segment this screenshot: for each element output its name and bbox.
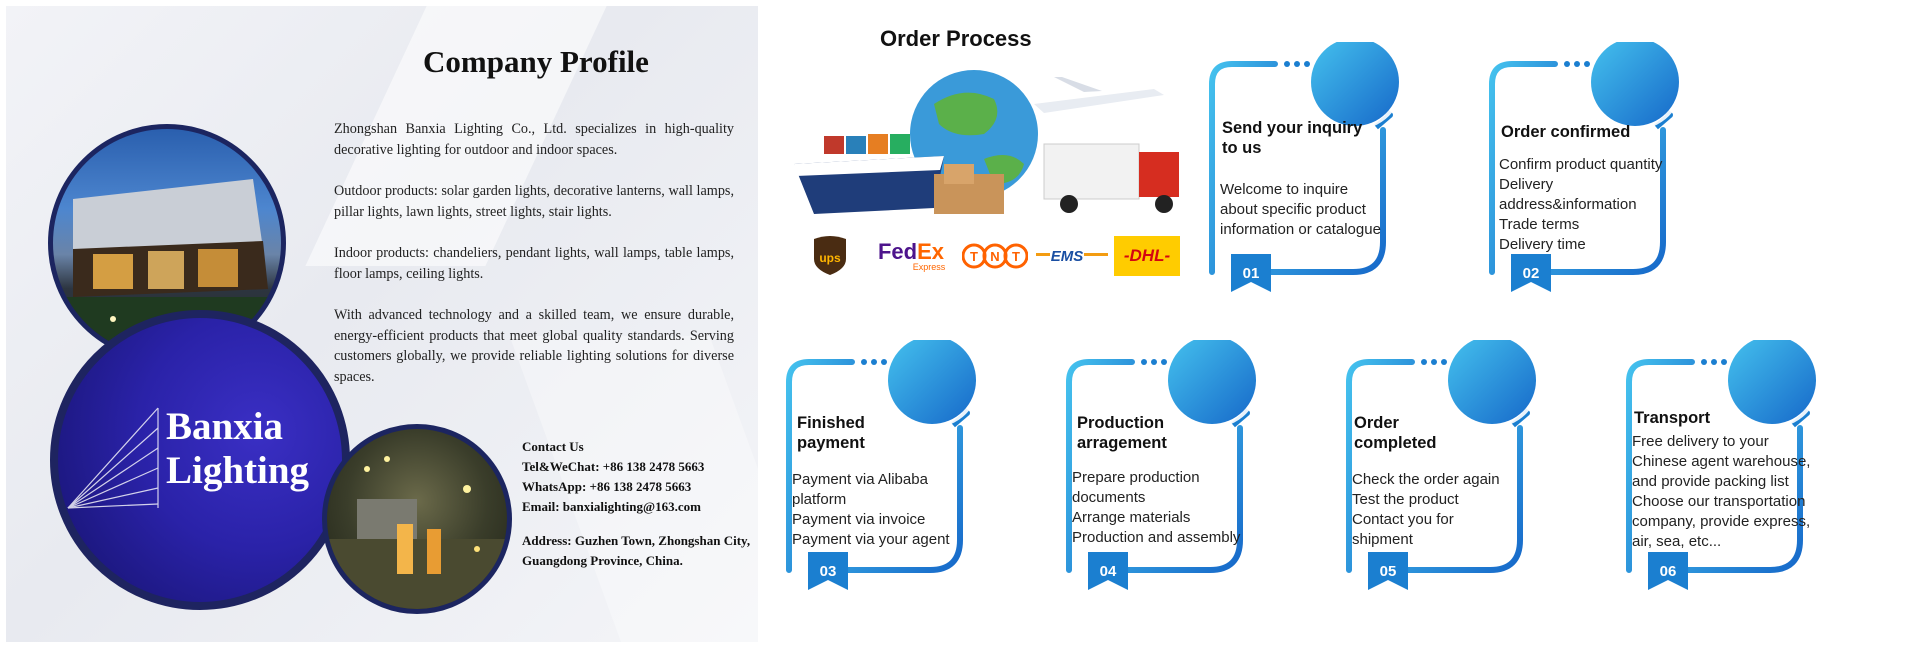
step-line: Check the order again — [1352, 471, 1500, 488]
step-line: information or catalogue — [1220, 221, 1381, 238]
step-title-line: completed — [1354, 434, 1437, 452]
order-step-05: 05 Order completed Check the order again… — [1342, 340, 1592, 600]
company-profile-panel: Company Profile Zhongshan Banxia Lightin… — [6, 6, 758, 642]
step-line: Contact you for — [1352, 511, 1454, 528]
step-line: Confirm product quantity — [1499, 156, 1663, 173]
brand-logo-circle — [50, 310, 350, 610]
step-line: Payment via invoice — [792, 511, 926, 528]
order-process-title: Order Process — [880, 26, 1032, 51]
step-title-line: Finished — [797, 414, 865, 432]
step-description: Free delivery to your Chinese agent ware… — [1632, 432, 1852, 552]
step-line: Delivery — [1499, 176, 1554, 193]
step-line: Payment via Alibaba — [792, 471, 928, 488]
step-title-line: arragement — [1077, 434, 1167, 452]
step-title: Production arragement — [1077, 413, 1277, 453]
step-line: shipment — [1352, 531, 1413, 548]
step-line: address&information — [1499, 196, 1637, 213]
logo-rays-graphic — [67, 407, 159, 509]
profile-title: Company Profile — [423, 44, 649, 79]
step-description: Prepare production documents Arrange mat… — [1072, 468, 1292, 548]
svg-text:T: T — [1012, 249, 1020, 264]
fedex-logo: FedEx Express — [877, 238, 946, 272]
step-title-line: Send your inquiry — [1222, 119, 1363, 137]
step-title-line: Transport — [1634, 409, 1711, 427]
step-number: 03 — [820, 563, 837, 580]
step-line: documents — [1072, 489, 1146, 506]
step-line: company, provide express, — [1632, 513, 1811, 530]
step-line: Production and assembly — [1072, 529, 1241, 546]
ems-logo: EMS — [1036, 236, 1108, 276]
shipping-illustration — [784, 64, 1194, 224]
step-line: Chinese agent warehouse, — [1632, 453, 1811, 470]
svg-text:EMS: EMS — [1051, 248, 1084, 265]
step-description: Check the order again Test the product C… — [1352, 470, 1572, 550]
profile-paragraph: Zhongshan Banxia Lighting Co., Ltd. spec… — [334, 121, 734, 158]
step-number: 06 — [1660, 563, 1677, 580]
contact-address: Address: Guzhen Town, Zhongshan City, Gu… — [522, 533, 751, 568]
step-line: air, sea, etc... — [1632, 533, 1722, 550]
step-line: and provide packing list — [1632, 473, 1789, 490]
step-line: Choose our transportation — [1632, 493, 1806, 510]
step-line: Delivery time — [1499, 236, 1586, 253]
step-frame: 04 — [1066, 340, 1260, 590]
svg-text:T: T — [970, 249, 978, 264]
step-frame: 05 — [1346, 340, 1540, 590]
step-line: Prepare production — [1072, 469, 1200, 486]
step-title: Send your inquiry to us — [1222, 118, 1422, 158]
step-frame: 02 — [1489, 42, 1683, 292]
profile-paragraph: Indoor products: chandeliers, pendant li… — [334, 245, 734, 282]
step-line: Payment via your agent — [792, 531, 950, 548]
order-step-01: 01 Send your inquiry to us Welcome to in… — [1205, 42, 1455, 302]
svg-text:ups: ups — [819, 251, 841, 265]
step-description: Welcome to inquire about specific produc… — [1220, 180, 1440, 240]
step-number: 02 — [1523, 265, 1540, 282]
step-line: Trade terms — [1499, 216, 1580, 233]
step-number: 04 — [1100, 563, 1117, 580]
profile-paragraph: With advanced technology and a skilled t… — [334, 307, 734, 385]
svg-text:N: N — [990, 249, 999, 264]
contact-tel: Tel&WeChat: +86 138 2478 5663 — [522, 459, 705, 474]
order-step-02: 02 Order confirmed Confirm product quant… — [1485, 42, 1735, 302]
step-title: Finished payment — [797, 413, 997, 453]
contact-email: Email: banxialighting@163.com — [522, 499, 701, 514]
profile-description: Zhongshan Banxia Lighting Co., Ltd. spec… — [334, 119, 734, 408]
step-number: 05 — [1380, 563, 1397, 580]
step-title-line: payment — [797, 434, 865, 452]
step-title: Order confirmed — [1501, 122, 1701, 142]
brand-name-line1: Banxia — [166, 405, 284, 448]
order-step-04: 04 Production arragement Prepare product… — [1062, 340, 1312, 600]
garden-lights-photo — [322, 424, 512, 614]
contact-info: Contact Us Tel&WeChat: +86 138 2478 5663… — [522, 437, 758, 571]
step-line: Test the product — [1352, 491, 1459, 508]
fedex-express-label: Express — [912, 261, 946, 272]
step-frame: 06 — [1626, 340, 1820, 590]
step-title-line: to us — [1222, 139, 1262, 157]
profile-paragraph: Outdoor products: solar garden lights, d… — [334, 183, 734, 220]
order-step-03: 03 Finished payment Payment via Alibaba … — [782, 340, 1032, 600]
step-title-line: Order — [1354, 414, 1399, 432]
order-step-06: 06 Transport Free delivery to your Chine… — [1622, 340, 1872, 600]
step-title-line: Order confirmed — [1501, 123, 1631, 141]
contact-whatsapp: WhatsApp: +86 138 2478 5663 — [522, 479, 692, 494]
step-description: Payment via Alibaba platform Payment via… — [792, 470, 1012, 550]
step-frame: 01 — [1209, 42, 1403, 292]
ups-logo: ups — [810, 236, 850, 276]
step-number: 01 — [1243, 265, 1260, 282]
step-frame: 03 — [786, 340, 980, 590]
dhl-logo: -DHL- — [1114, 236, 1180, 276]
step-line: Welcome to inquire — [1220, 181, 1349, 198]
contact-heading: Contact Us — [522, 439, 584, 454]
step-title: Order completed — [1354, 413, 1554, 453]
step-line: platform — [792, 491, 847, 508]
step-title-line: Production — [1077, 414, 1165, 432]
step-line: about specific product — [1220, 201, 1366, 218]
step-description: Confirm product quantity Delivery addres… — [1499, 155, 1719, 255]
step-line: Arrange materials — [1072, 509, 1191, 526]
brand-name-line2: Lighting — [166, 449, 310, 492]
step-line: Free delivery to your — [1632, 433, 1769, 450]
step-title: Transport — [1634, 408, 1834, 428]
